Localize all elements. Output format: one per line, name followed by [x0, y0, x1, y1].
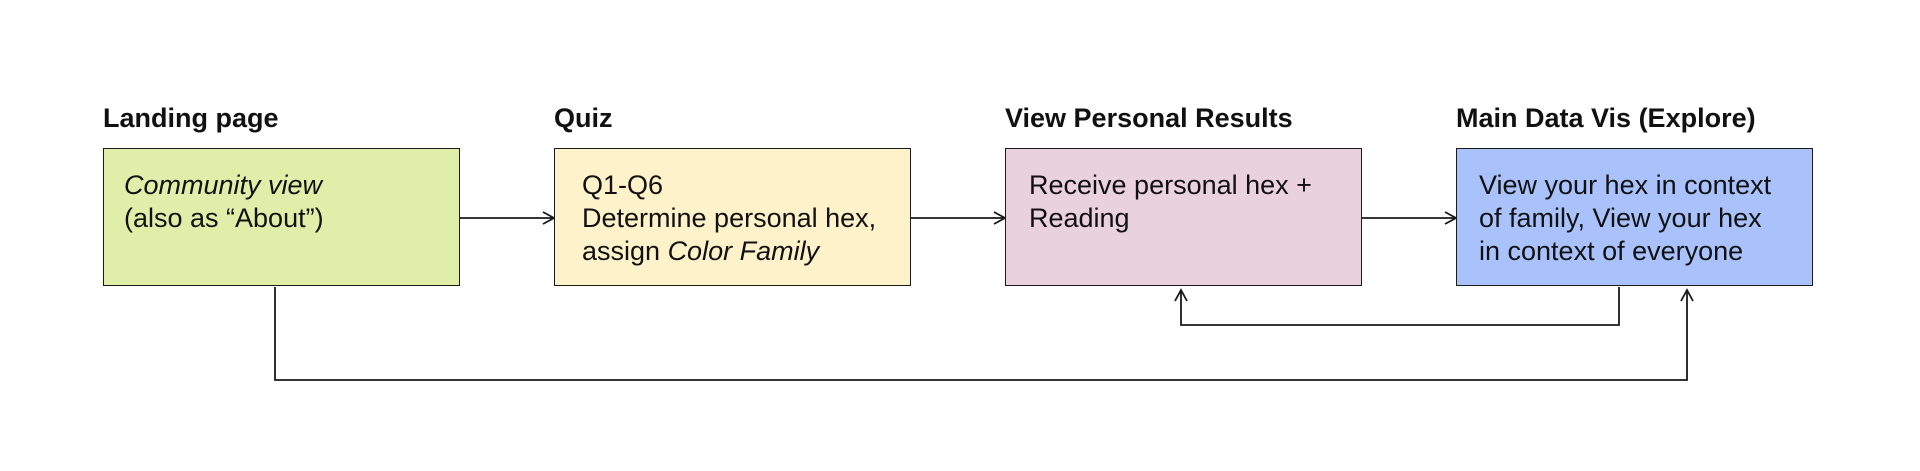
results-line-1: Receive personal hex + [1029, 170, 1312, 200]
explore-line-1: View your hex in context [1479, 170, 1772, 200]
landing-line-1: Community view [124, 170, 323, 200]
landing-page-title: Landing page [103, 103, 279, 133]
explore-box: View your hex in context of family, View… [1456, 148, 1813, 286]
quiz-line-3: assign Color Family [582, 235, 890, 268]
quiz-line-2: Determine personal hex, [582, 203, 877, 233]
landing-line-2: (also as “About”) [124, 203, 324, 233]
quiz-box: Q1-Q6 Determine personal hex, assign Col… [554, 148, 911, 286]
arrow-landing-to-explore [274, 287, 1694, 381]
results-line-2: Reading [1029, 203, 1130, 233]
quiz-line-3-prefix: assign [582, 236, 668, 266]
results-box: Receive personal hex + Reading [1005, 148, 1362, 286]
explore-title: Main Data Vis (Explore) [1456, 103, 1756, 133]
explore-line-3: in context of everyone [1479, 236, 1744, 266]
explore-line-2: of family, View your hex [1479, 203, 1762, 233]
landing-page-box: Community view (also as “About”) [103, 148, 460, 286]
quiz-title: Quiz [554, 103, 613, 133]
quiz-color-family-emphasis: Color Family [667, 236, 820, 266]
arrow-explore-back-to-results [1174, 287, 1620, 326]
quiz-line-1: Q1-Q6 [582, 170, 664, 200]
results-title: View Personal Results [1005, 103, 1293, 133]
